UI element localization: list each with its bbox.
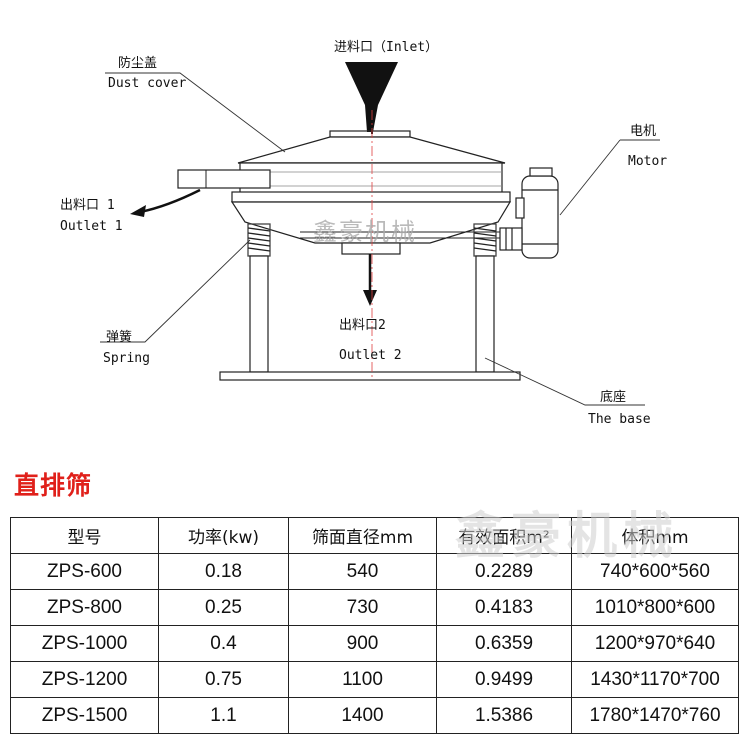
cell-power: 0.75 xyxy=(158,661,289,698)
motor xyxy=(499,167,559,259)
cell-power: 0.25 xyxy=(158,589,289,626)
dust-cover-label-cn: 防尘盖 xyxy=(118,56,158,71)
cell-power: 0.18 xyxy=(158,553,289,590)
table-header-row: 型号 功率(kw) 筛面直径mm 有效面积m² 体积mm xyxy=(10,517,739,554)
outlet2-label-en: Outlet 2 xyxy=(339,348,402,363)
cell-diameter: 900 xyxy=(288,625,437,662)
cell-diameter: 540 xyxy=(288,553,437,590)
machine-diagram xyxy=(100,62,660,406)
cell-volume: 1780*1470*760 xyxy=(571,697,739,734)
cell-model: ZPS-1000 xyxy=(10,625,159,662)
cell-diameter: 730 xyxy=(288,589,437,626)
base-label-cn: 底座 xyxy=(600,390,627,405)
cell-volume: 1200*970*640 xyxy=(571,625,739,662)
cell-area: 1.5386 xyxy=(436,697,572,734)
table-row: ZPS-600 0.18 540 0.2289 740*600*560 xyxy=(10,553,739,590)
cell-volume: 1430*1170*700 xyxy=(571,661,739,698)
table-row: ZPS-1000 0.4 900 0.6359 1200*970*640 xyxy=(10,625,739,662)
base-legs xyxy=(249,255,495,373)
cell-area: 0.4183 xyxy=(436,589,572,626)
cell-diameter: 1400 xyxy=(288,697,437,734)
lower-cone xyxy=(230,201,512,244)
header-volume: 体积mm xyxy=(571,517,739,554)
motor-label-cn: 电机 xyxy=(630,124,657,139)
table-row: ZPS-1200 0.75 1100 0.9499 1430*1170*700 xyxy=(10,661,739,698)
outlet1-label-cn: 出料口 1 xyxy=(60,198,115,213)
cell-area: 0.6359 xyxy=(436,625,572,662)
header-area: 有效面积m² xyxy=(436,517,572,554)
cell-power: 1.1 xyxy=(158,697,289,734)
spring-label-en: Spring xyxy=(103,351,150,366)
cell-model: ZPS-1500 xyxy=(10,697,159,734)
spec-table: 型号 功率(kw) 筛面直径mm 有效面积m² 体积mm ZPS-600 0.1… xyxy=(10,517,739,734)
cell-volume: 1010*800*600 xyxy=(571,589,739,626)
base-plate xyxy=(219,371,521,381)
table-row: ZPS-800 0.25 730 0.4183 1010*800*600 xyxy=(10,589,739,626)
inlet-label: 进料口（Inlet） xyxy=(334,40,439,55)
sieve-body xyxy=(239,162,503,194)
base-label-en: The base xyxy=(588,412,651,427)
cell-model: ZPS-800 xyxy=(10,589,159,626)
cell-volume: 740*600*560 xyxy=(571,553,739,590)
cell-model: ZPS-1200 xyxy=(10,661,159,698)
motor-label-en: Motor xyxy=(628,154,668,169)
outlet1-label-en: Outlet 1 xyxy=(60,219,123,234)
outlet2-label-cn: 出料口2 xyxy=(339,318,386,333)
header-power: 功率(kw) xyxy=(158,517,289,554)
header-diameter: 筛面直径mm xyxy=(288,517,437,554)
cell-power: 0.4 xyxy=(158,625,289,662)
page-title: 直排筛 xyxy=(14,471,93,500)
dust-cover xyxy=(237,136,506,164)
outlet1-chute xyxy=(177,169,271,189)
spring-right xyxy=(473,223,497,257)
table-row: ZPS-1500 1.1 1400 1.5386 1780*1470*760 xyxy=(10,697,739,734)
spring-label-cn: 弹簧 xyxy=(106,330,133,345)
header-model: 型号 xyxy=(10,517,159,554)
cell-diameter: 1100 xyxy=(288,661,437,698)
dust-cover-label-en: Dust cover xyxy=(108,76,187,91)
cell-model: ZPS-600 xyxy=(10,553,159,590)
table-watermark: 鑫豪机械 xyxy=(455,507,679,565)
inlet-funnel xyxy=(345,62,398,132)
cell-area: 0.9499 xyxy=(436,661,572,698)
diagram-watermark: 鑫豪机械 xyxy=(313,218,417,246)
